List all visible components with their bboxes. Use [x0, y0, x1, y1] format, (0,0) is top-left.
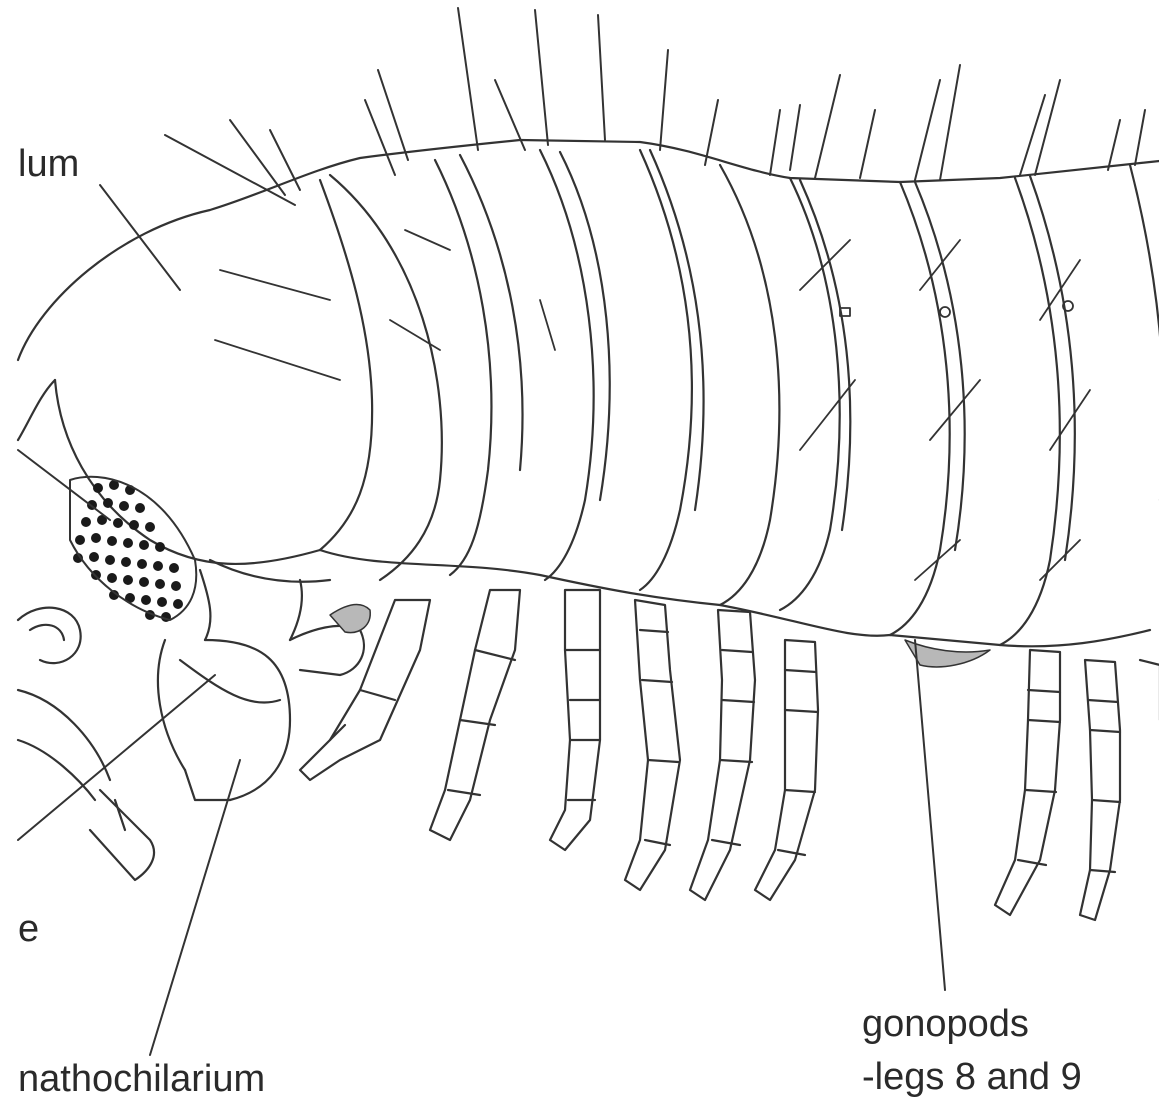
collum-label: lum — [18, 145, 79, 183]
antenna-label: e — [18, 910, 39, 948]
body-segments — [210, 140, 1169, 646]
ocelli-eye-cluster — [73, 480, 183, 622]
gonopods-leader-line — [915, 640, 945, 990]
legs — [300, 590, 1160, 920]
gnathochilarium-label: nathochilarium — [18, 1060, 265, 1098]
left-border — [0, 0, 16, 1108]
gonopods-label: gonopods — [862, 1005, 1029, 1043]
collum-leader-line — [100, 185, 180, 290]
gonopods-sublabel: -legs 8 and 9 — [862, 1058, 1082, 1096]
dorsal-setae — [165, 8, 1145, 205]
right-border — [1159, 0, 1169, 1108]
antenna-leader-line — [18, 675, 215, 840]
gnathochilarium-leader-line — [150, 760, 240, 1055]
